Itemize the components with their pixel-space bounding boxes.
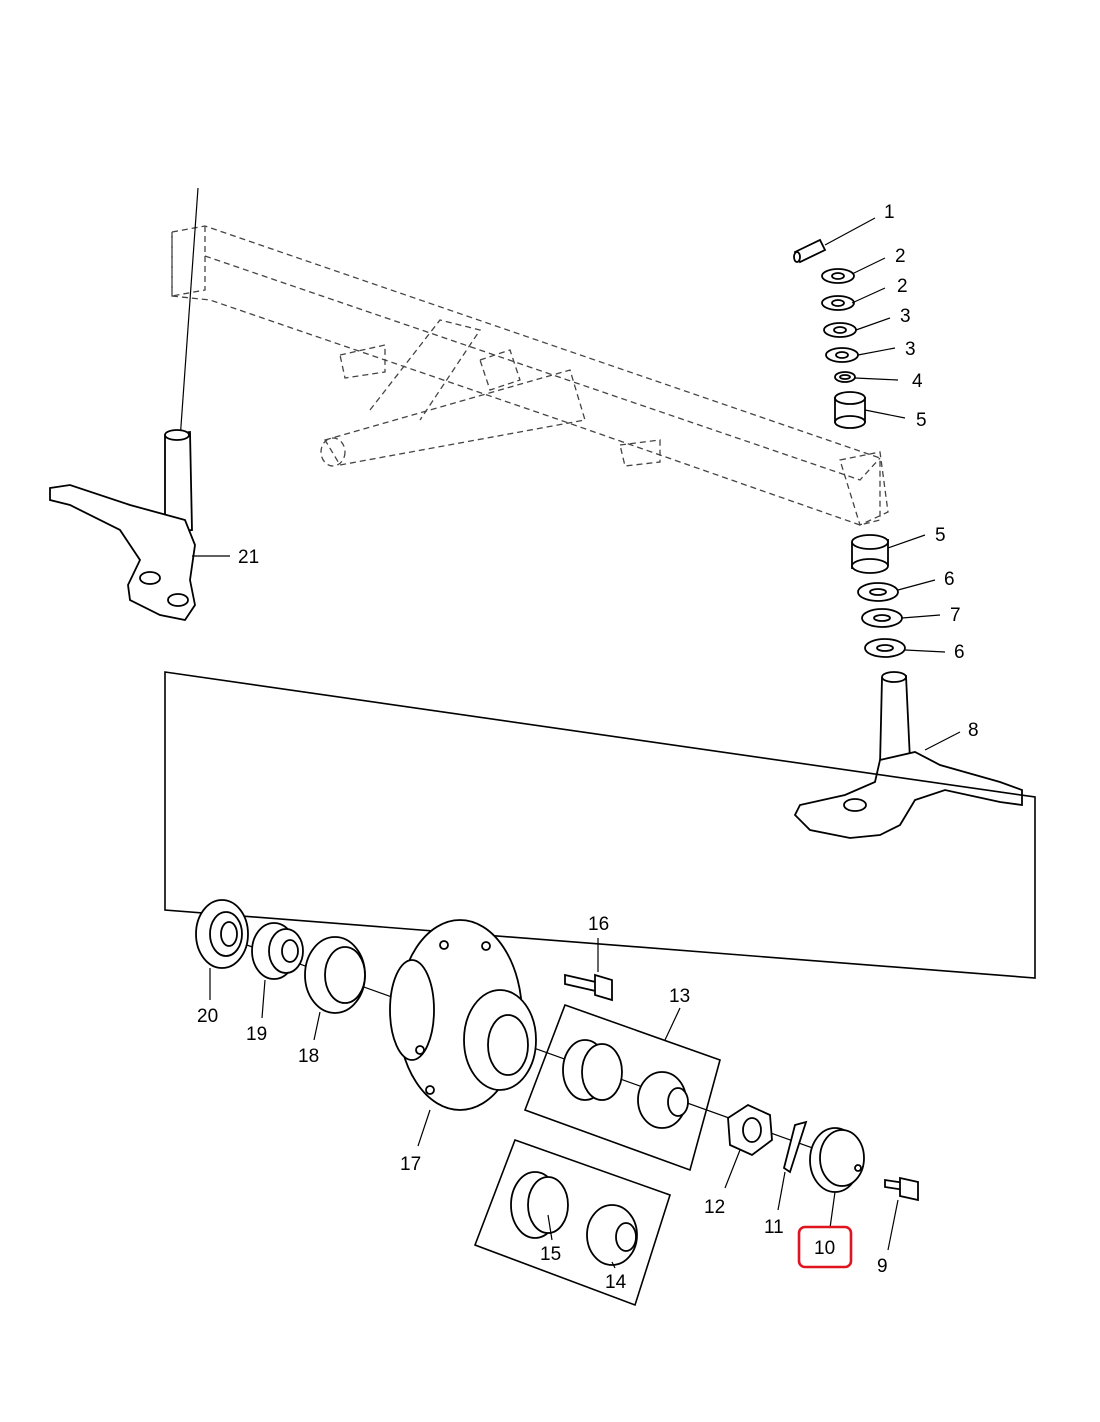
thrust-washer-part-6a — [857, 582, 899, 602]
callout-8: 8 — [968, 720, 979, 741]
callout-20: 20 — [197, 1006, 218, 1027]
bearing-cone-part-14 — [586, 1204, 638, 1266]
callout-12: 12 — [704, 1197, 725, 1218]
callout-15: 15 — [540, 1244, 561, 1265]
callout-6b: 6 — [954, 642, 965, 663]
grease-fitting-part-9 — [884, 1176, 919, 1202]
bearing-cup-part-13 — [562, 1039, 623, 1101]
callout-2b: 2 — [897, 276, 908, 297]
callout-3a: 3 — [900, 306, 911, 327]
callout-18: 18 — [298, 1046, 319, 1067]
callout-16: 16 — [588, 914, 609, 935]
castle-nut-part-12 — [727, 1103, 773, 1157]
callout-9: 9 — [877, 1256, 888, 1277]
bushing-part-5-lower — [851, 534, 889, 574]
dust-cap-part-10 — [809, 1127, 865, 1193]
pin-part-1 — [793, 238, 827, 264]
callout-2a: 2 — [895, 246, 906, 267]
seal-part-20 — [195, 899, 249, 969]
cotter-pin-part-11 — [782, 1120, 808, 1174]
bearing-cone-part-19 — [251, 922, 304, 980]
wheel-hub-part-17 — [389, 919, 537, 1111]
callout-10: 10 — [814, 1238, 835, 1259]
callout-3b: 3 — [905, 339, 916, 360]
callout-6a: 6 — [944, 569, 955, 590]
callout-11: 11 — [764, 1217, 784, 1238]
bearing-kit-box-14-15 — [473, 1138, 671, 1307]
bolt-part-16 — [564, 973, 613, 1002]
callout-4: 4 — [912, 371, 923, 392]
assembly-frame — [164, 671, 1036, 979]
bearing-cup-part-15 — [510, 1171, 569, 1239]
callout-21: 21 — [238, 547, 259, 568]
bearing-cone-part-13 — [637, 1071, 689, 1129]
callout-19: 19 — [246, 1024, 267, 1045]
callout-13: 13 — [669, 986, 690, 1007]
left-axis-line — [179, 187, 199, 441]
leader-lines — [192, 217, 961, 1269]
bearing-kit-box-13 — [523, 1003, 721, 1172]
right-steering-spindle — [793, 671, 1023, 839]
callout-17: 17 — [400, 1154, 421, 1175]
callout-1: 1 — [884, 202, 895, 223]
washer-part-3b — [825, 347, 859, 363]
washer-part-2b — [821, 295, 855, 311]
callout-5a: 5 — [916, 410, 927, 431]
left-steering-spindle — [49, 429, 196, 622]
washer-part-3a — [823, 322, 857, 338]
callout-labels: 1 2 2 3 3 4 5 5 6 7 6 8 9 10 11 12 13 14… — [197, 202, 979, 1293]
callout-7: 7 — [950, 605, 961, 626]
bushing-part-5-upper — [834, 391, 866, 429]
callout-14: 14 — [605, 1272, 627, 1293]
thrust-washer-part-6b — [864, 638, 906, 658]
washer-part-2a — [821, 268, 855, 284]
callout-5b: 5 — [935, 525, 946, 546]
thrust-bearing-part-7 — [861, 608, 903, 628]
bearing-cup-part-18 — [304, 936, 366, 1014]
ring-part-4 — [834, 371, 856, 383]
highlight-box-part-10 — [797, 1225, 853, 1269]
axle-beam-ghost — [171, 225, 889, 526]
